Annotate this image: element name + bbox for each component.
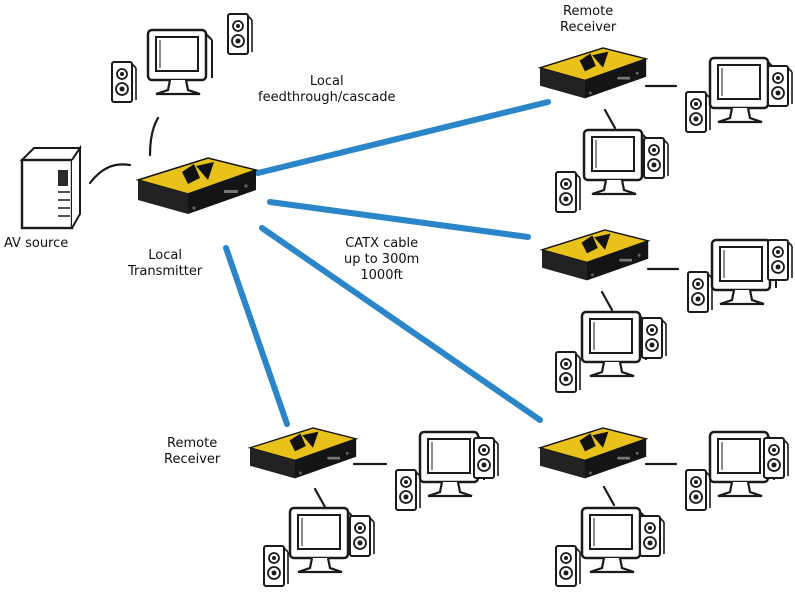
br-receiver-speaker-b-icon [763,437,789,479]
cable-to-top-receiver [255,99,551,176]
av-source-label: AV source [4,236,68,252]
remote-receiver-top-line1: Remote [563,4,614,19]
remote-receiver-bottom-line1: Remote [167,436,218,451]
local-transmitter-line1: Local [148,248,182,263]
bl-receiver-speaker-a-icon [395,469,421,511]
remote-receiver-top-line2: Receiver [560,20,617,35]
remote-receiver-middle-device [541,229,649,282]
bl-receiver-speaker-b-icon [473,437,499,479]
top-receiver-monitor-bottom-icon [582,128,650,196]
local-transmitter-line2: Transmitter [128,264,203,279]
br-receiver-speaker-a-icon [685,469,711,511]
bl-receiver-monitor-bottom-icon [288,506,356,574]
catx-cable-label: CATX cable up to 300m 1000ft [344,236,419,284]
br-receiver-speaker-d-icon [639,515,665,557]
local-transmitter-label: Local Transmitter [128,248,202,280]
remote-receiver-bottom-label: Remote Receiver [164,436,220,468]
cable-to-middle-receiver [267,199,531,240]
top-receiver-speaker-a-icon [685,91,711,133]
bl-receiver-speaker-d-icon [349,515,375,557]
local-feedthrough-line1: Local [309,74,344,89]
av-source-text: AV source [4,236,69,251]
local-feedthrough-line2: feedthrough/cascade [258,90,396,105]
top-receiver-monitor-right-icon [708,56,776,124]
middle-receiver-monitor-right-icon [710,238,778,306]
br-receiver-monitor-bottom-icon [580,506,648,574]
middle-receiver-speaker-d-icon [641,317,667,359]
sketch-connections [88,84,680,509]
cable-to-bottom-right-receiver [259,225,543,423]
middle-receiver-speaker-a-icon [687,271,713,313]
top-receiver-speaker-b-icon [767,65,793,107]
remote-receiver-bottom-line2: Receiver [164,452,221,467]
remote-receiver-bottom-left-device [249,427,357,480]
top-receiver-speaker-d-icon [643,137,669,179]
catx-cables [223,99,551,427]
catx-cable-line3: 1000ft [360,268,403,283]
remote-receiver-bottom-right-device [539,427,647,480]
middle-receiver-speaker-b-icon [767,239,793,281]
middle-receiver-monitor-bottom-icon [580,310,648,378]
catx-cable-line1: CATX cable [345,236,419,251]
top-receiver-speaker-c-icon [555,171,581,213]
local-speaker-right-icon [227,13,253,55]
local-monitor-icon [146,28,214,96]
remote-receiver-top-device [539,47,647,100]
local-feedthrough-label: Local feedthrough/cascade [258,74,396,106]
catx-cable-line2: up to 300m [344,252,420,267]
bl-receiver-speaker-c-icon [263,545,289,587]
local-speaker-left-icon [111,61,137,103]
local-transmitter-device [137,157,257,215]
remote-receiver-top-label: Remote Receiver [560,4,616,36]
cable-to-bottom-left-receiver [223,245,290,427]
br-receiver-speaker-c-icon [555,545,581,587]
middle-receiver-speaker-c-icon [555,351,581,393]
av-source-tower-icon [19,144,82,230]
